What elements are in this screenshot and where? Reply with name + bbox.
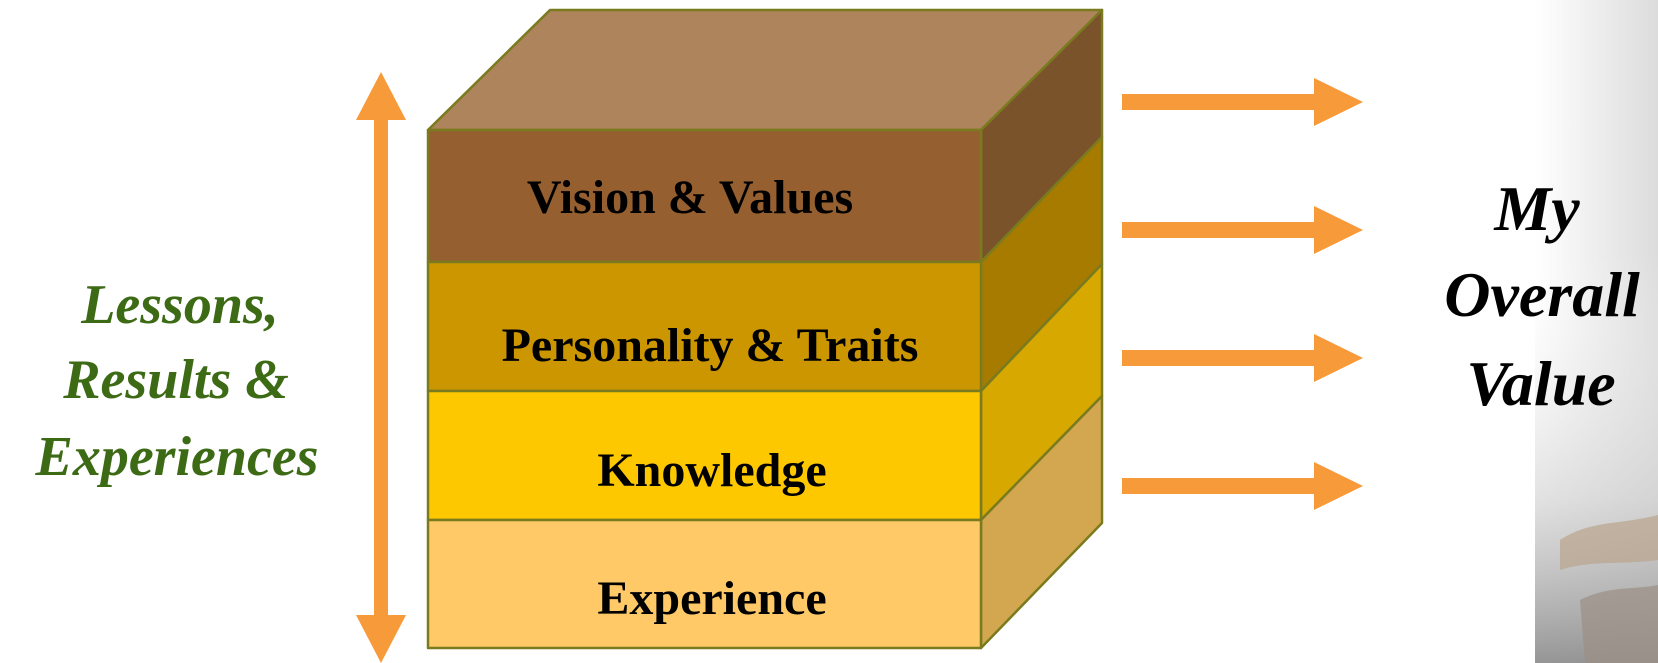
- layer-label-personality: Personality & Traits: [502, 319, 919, 372]
- right-arrow-1: [1122, 78, 1363, 126]
- layer-labels: Vision & Values Personality & Traits Kno…: [502, 171, 919, 625]
- layer-label-experience: Experience: [597, 572, 826, 625]
- right-caption-line-1: My: [1493, 173, 1580, 244]
- left-caption-line-1: Lessons,: [80, 274, 279, 336]
- right-caption-line-2: Overall: [1444, 259, 1640, 330]
- right-arrow-3: [1122, 334, 1363, 382]
- layer-label-vision: Vision & Values: [527, 171, 853, 224]
- layer-knowledge-front: [426, 389, 983, 522]
- layer-label-knowledge: Knowledge: [597, 444, 826, 497]
- layer-personality-front: [426, 260, 983, 393]
- background-photo-fragment: [1535, 0, 1658, 663]
- right-arrows: [1122, 78, 1363, 510]
- right-arrow-2: [1122, 206, 1363, 254]
- right-caption: My Overall Value: [1444, 173, 1640, 419]
- layered-block: [426, 8, 1104, 650]
- left-caption: Lessons, Results & Experiences: [34, 274, 318, 488]
- left-caption-line-3: Experiences: [34, 426, 318, 488]
- right-arrow-4: [1122, 462, 1363, 510]
- layer-experience-front: [426, 518, 983, 650]
- right-caption-line-3: Value: [1466, 348, 1615, 419]
- left-caption-line-2: Results &: [62, 349, 289, 411]
- vertical-double-arrow: [356, 72, 406, 663]
- layer-vision-front: [426, 128, 983, 264]
